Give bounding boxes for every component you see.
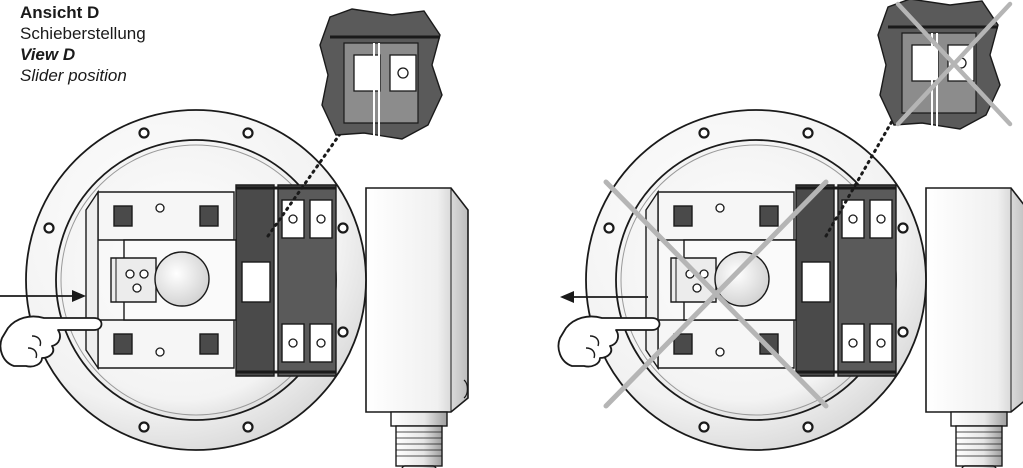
detail-leader-line bbox=[266, 115, 354, 238]
arrow-left-icon bbox=[560, 291, 648, 303]
label-schieberstellung: Schieberstellung bbox=[20, 24, 146, 43]
label-ansicht-d: Ansicht D bbox=[20, 3, 100, 22]
enclosure-assembly bbox=[24, 108, 470, 468]
panel-correct bbox=[0, 7, 470, 468]
arrow-right-icon bbox=[0, 290, 86, 302]
detail-leader-line bbox=[824, 88, 912, 238]
detail-cross-out-icon bbox=[895, 1, 1013, 127]
detail-callout bbox=[318, 7, 444, 141]
label-view-d: View D bbox=[20, 45, 76, 64]
view-label: Ansicht D Schieberstellung View D Slider… bbox=[20, 2, 146, 86]
label-slider-position: Slider position bbox=[20, 66, 127, 85]
cross-out-icon bbox=[603, 179, 829, 409]
enclosure-assembly-wrong bbox=[584, 108, 1023, 468]
panel-incorrect bbox=[557, 0, 1023, 468]
detail-callout-wrong bbox=[876, 0, 1002, 131]
